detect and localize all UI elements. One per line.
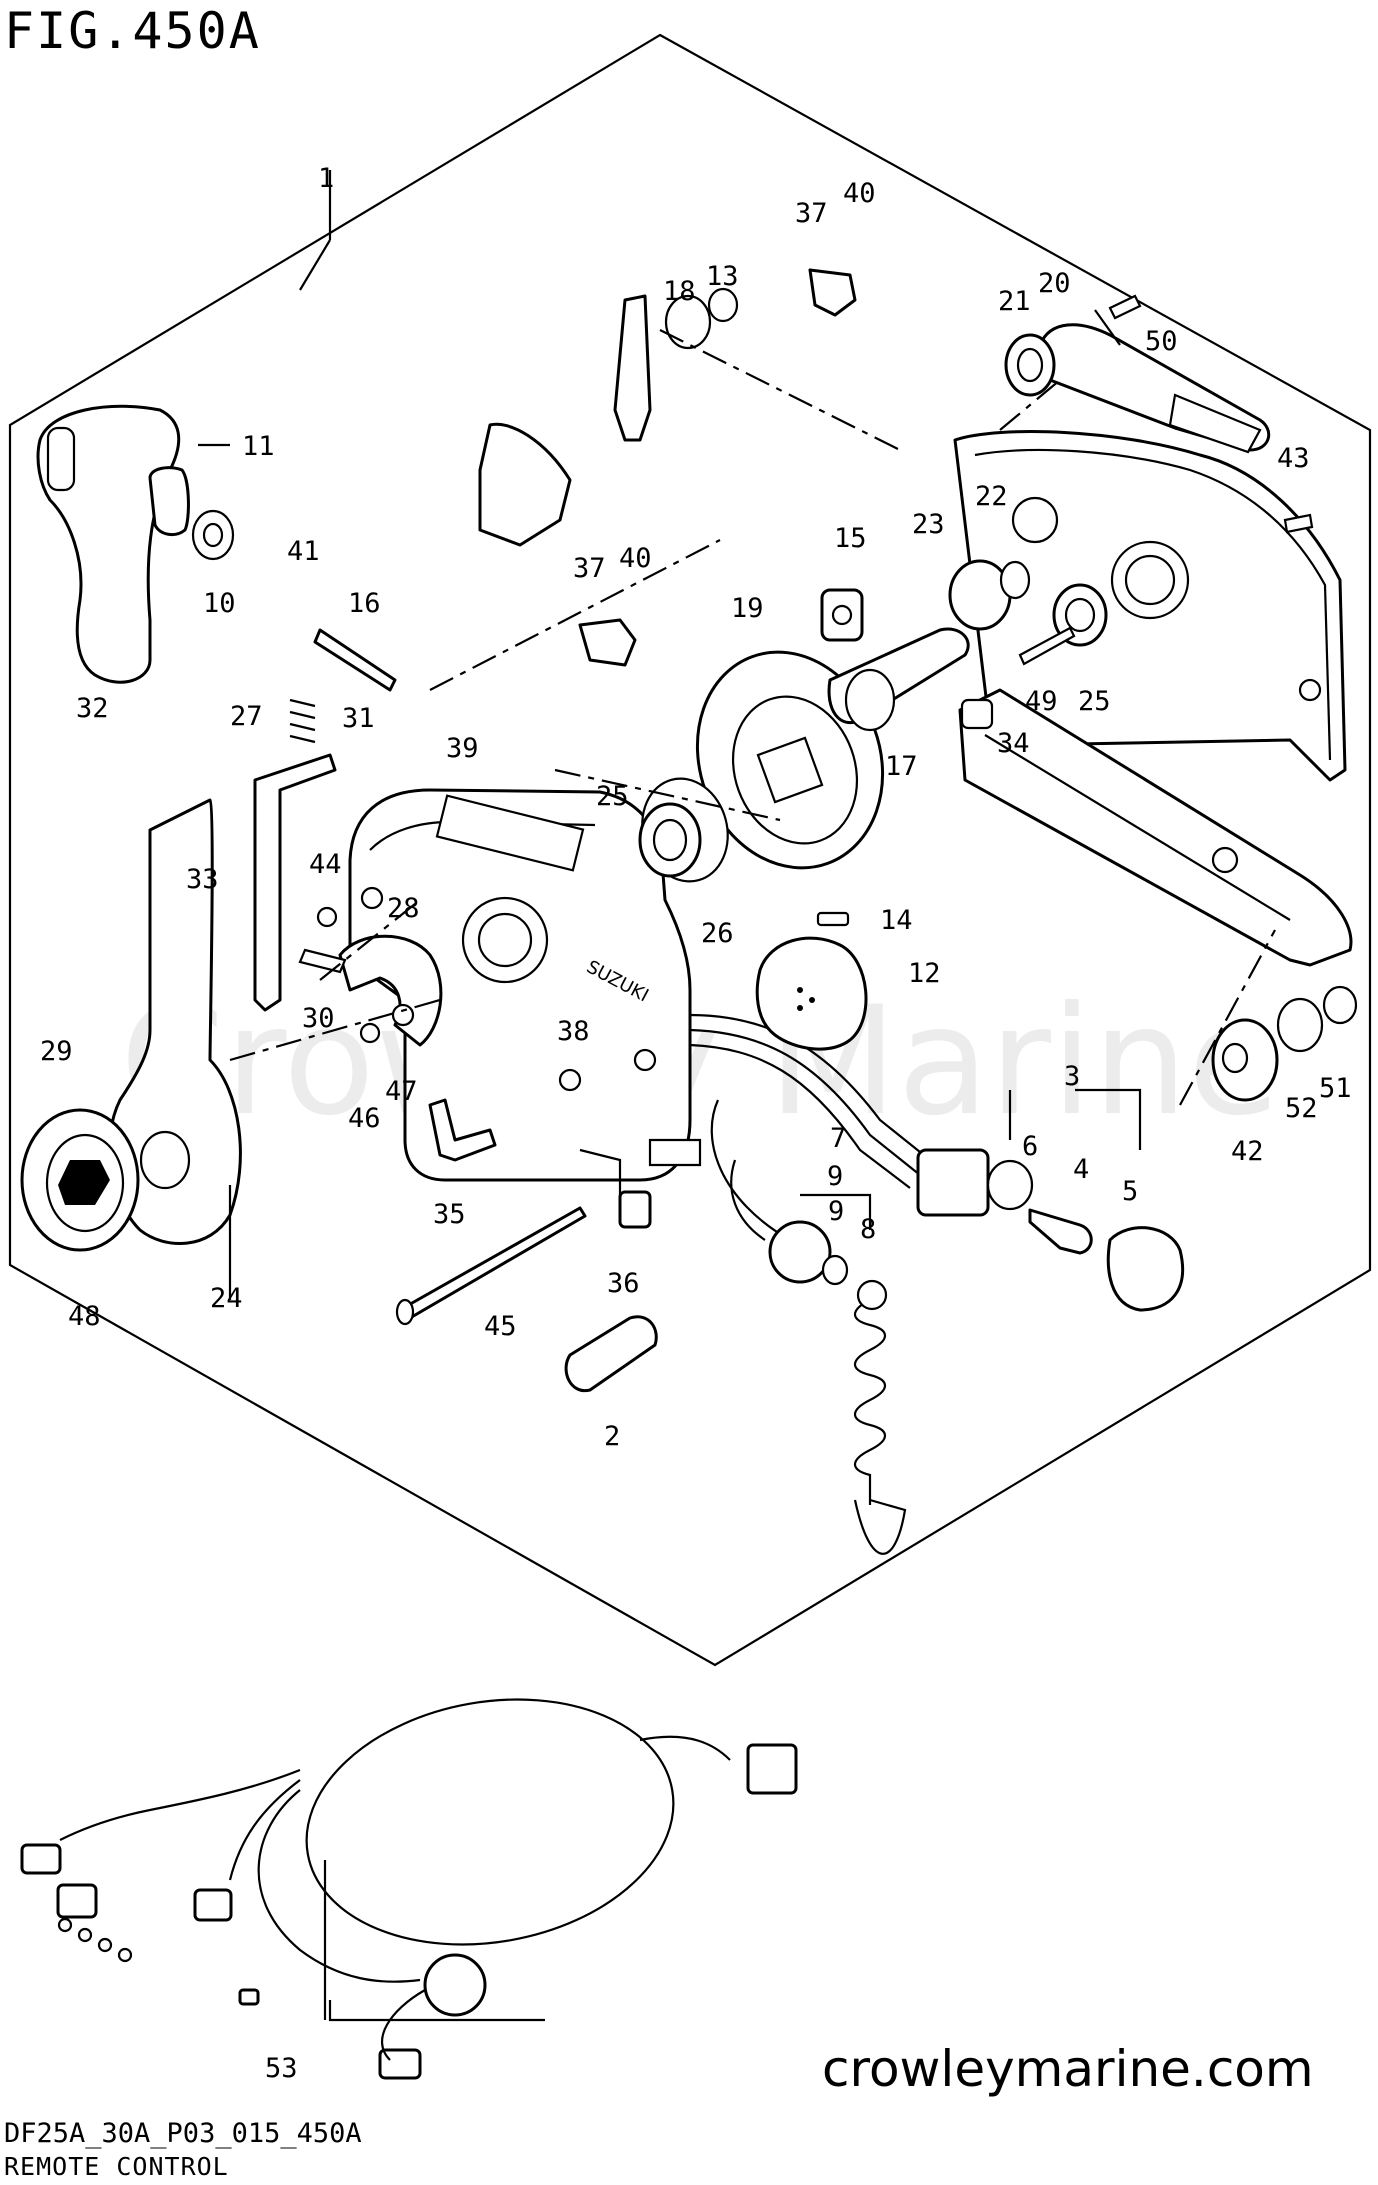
- clip-35: [428, 1098, 497, 1162]
- callout-18: 18: [663, 276, 696, 307]
- watermark: Crowley Marine: [120, 975, 1281, 1149]
- callout-4: 4: [1073, 1154, 1089, 1185]
- callout-52: 53: [265, 2053, 298, 2084]
- callout-11: 11: [242, 431, 275, 462]
- rod-27: [253, 753, 337, 1012]
- shift-indicator-panel: [435, 794, 585, 872]
- bracket-37-top: [808, 268, 857, 317]
- callout-6: 6: [1022, 1131, 1038, 1162]
- callout-13: 13: [706, 261, 739, 292]
- key-4: [1028, 1208, 1093, 1255]
- control-lever: [108, 798, 242, 1245]
- callout-40-left: 41: [287, 536, 320, 567]
- callout-36: 36: [607, 1268, 640, 1299]
- site-url[interactable]: crowleymarine.com: [822, 2040, 1314, 2098]
- callout-10: 10: [203, 588, 236, 619]
- callout-51: 52: [1285, 1093, 1318, 1124]
- mount-block: [478, 422, 572, 547]
- callout-46: 47: [385, 1076, 418, 1107]
- callout-31: 31: [342, 703, 375, 734]
- callout-1: 1: [318, 163, 334, 194]
- plate-2: [564, 1315, 658, 1393]
- callout-8: 8: [860, 1214, 876, 1245]
- callout-16: 16: [348, 588, 381, 619]
- spring-31: [289, 698, 316, 744]
- callout-15: 15: [834, 523, 867, 554]
- lever-18: [613, 294, 652, 442]
- diagram-code: DF25A_30A_P03_015_450A: [4, 2118, 362, 2149]
- callout-29: 29: [40, 1036, 73, 1067]
- callout-33: 33: [186, 864, 219, 895]
- side-plate: [953, 430, 1353, 967]
- callout-34: 34: [997, 728, 1030, 759]
- nut-50: [1322, 985, 1358, 1025]
- callout-48: 49: [1025, 686, 1058, 717]
- callout-25-a: 25: [596, 781, 629, 812]
- callout-37-mid: 37: [573, 553, 606, 584]
- callout-37-top: 37: [795, 198, 828, 229]
- callout-40-top: 40: [843, 178, 876, 209]
- stop-switch: [768, 1220, 832, 1284]
- callout-45: 46: [348, 1103, 381, 1134]
- callout-47: 48: [68, 1301, 101, 1332]
- callout-25-b: 25: [1078, 686, 1111, 717]
- callout-21: 21: [998, 286, 1031, 317]
- callout-24: 24: [210, 1283, 243, 1314]
- callout-44: 45: [484, 1311, 517, 1342]
- cap-11: [148, 466, 190, 537]
- callout-30: 30: [302, 1003, 335, 1034]
- callout-17: 17: [885, 751, 918, 782]
- callout-49: 50: [1145, 326, 1178, 357]
- control-housing: SUZUKI: [348, 788, 702, 1182]
- callout-2: 2: [604, 1421, 620, 1452]
- bracket-37-mid: [578, 618, 637, 667]
- connector-main: [746, 1743, 798, 1795]
- washer-51: [1276, 997, 1324, 1053]
- callout-19: 19: [731, 593, 764, 624]
- callout-40-mid: 40: [619, 543, 652, 574]
- callout-9-a: 9: [827, 1161, 843, 1192]
- callout-39: 39: [446, 733, 479, 764]
- callout-50: 51: [1319, 1073, 1352, 1104]
- callout-26: 26: [701, 918, 734, 949]
- buzzer-12: [755, 936, 868, 1051]
- callout-32: 32: [76, 693, 109, 724]
- wire-harness: [20, 1698, 798, 2080]
- callout-27: 27: [230, 701, 263, 732]
- pin-16: [313, 628, 397, 692]
- knob-5: [1106, 1226, 1185, 1312]
- callout-28: 28: [387, 893, 420, 924]
- callout-35: 35: [433, 1199, 466, 1230]
- callout-23: 23: [912, 509, 945, 540]
- lanyard-cord: [853, 1299, 887, 1505]
- callout-41: 42: [1231, 1136, 1264, 1167]
- block-36: [618, 1190, 652, 1229]
- diagram-name: REMOTE CONTROL: [4, 2152, 229, 2181]
- callout-7: 7: [830, 1123, 846, 1154]
- callout-5: 5: [1122, 1176, 1138, 1207]
- callout-14: 14: [880, 905, 913, 936]
- callout-9-b: 9: [828, 1196, 844, 1227]
- callout-22: 22: [975, 481, 1008, 512]
- figure-title: FIG.450A: [4, 2, 261, 60]
- callout-38: 38: [557, 1016, 590, 1047]
- callout-43: 44: [309, 849, 342, 880]
- callout-12: 12: [908, 958, 941, 989]
- callout-3: 3: [1064, 1061, 1080, 1092]
- assembly-boundary: [8, 33, 1372, 1667]
- callout-42: 43: [1277, 443, 1310, 474]
- callout-20: 20: [1038, 268, 1071, 299]
- detent-plate: [338, 934, 443, 1047]
